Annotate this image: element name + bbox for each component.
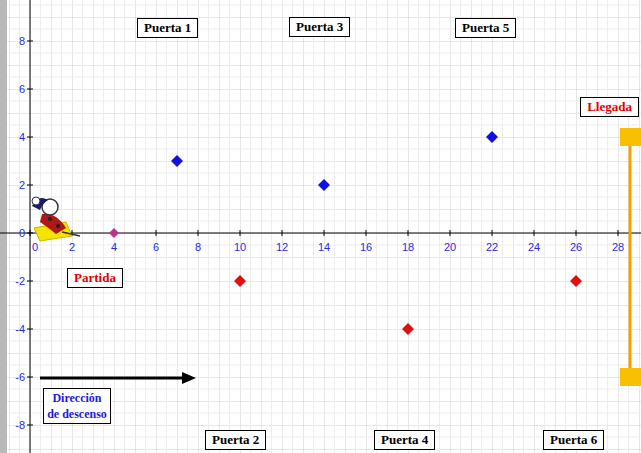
axis-tick-label: 22 — [486, 241, 498, 253]
label-text: Puerta 5 — [462, 20, 509, 35]
label-text: Puerta 4 — [381, 432, 428, 447]
start-point — [109, 228, 119, 238]
gate-label: Puerta 2 — [205, 430, 266, 450]
axis-tick-label: -4 — [15, 323, 25, 335]
label-text: Partida — [74, 270, 116, 285]
label-text: Puerta 2 — [212, 432, 259, 447]
gate-label: Puerta 3 — [289, 17, 350, 37]
finish-label: Llegada — [580, 97, 639, 117]
gate-label: Puerta 4 — [374, 430, 435, 450]
axis-tick-label: 10 — [234, 241, 246, 253]
axis-tick-label: 20 — [444, 241, 456, 253]
axis-tick-label: -6 — [15, 371, 25, 383]
gate-label: Puerta 1 — [137, 18, 198, 38]
red-gates — [234, 275, 582, 335]
label-text: Dirección de descenso — [47, 391, 107, 421]
axis-tick-label: 0 — [32, 241, 38, 253]
start-label: Partida — [67, 268, 123, 288]
axis-tick-label: 6 — [153, 241, 159, 253]
gate-label: Puerta 5 — [455, 18, 516, 38]
finish-line — [620, 128, 641, 386]
axis-tick-label: -2 — [15, 275, 25, 287]
axis-tick-label: 4 — [19, 131, 25, 143]
axis-tick-label: 28 — [612, 241, 624, 253]
gate-label: Puerta 6 — [543, 430, 604, 450]
skier-icon — [32, 197, 80, 241]
axis-tick-label: 2 — [69, 241, 75, 253]
axis-tick-label: 8 — [19, 35, 25, 47]
axis-tick-label: 4 — [111, 241, 117, 253]
axis-tick-label: 24 — [528, 241, 540, 253]
axis-tick-label: 26 — [570, 241, 582, 253]
axis-tick-label: 16 — [360, 241, 372, 253]
label-text: Puerta 3 — [296, 19, 343, 34]
blue-gates — [171, 131, 498, 191]
direction-label: Dirección de descenso — [43, 388, 111, 424]
axis-tick-label: 0 — [19, 227, 25, 239]
axis-tick-label: 14 — [318, 241, 330, 253]
label-text: Llegada — [587, 99, 632, 114]
axis-tick-label: 2 — [19, 179, 25, 191]
axis-tick-label: 6 — [19, 83, 25, 95]
label-text: Puerta 1 — [144, 20, 191, 35]
axis-tick-label: 18 — [402, 241, 414, 253]
axis-tick-label: -8 — [15, 419, 25, 431]
axis-tick-label: 12 — [276, 241, 288, 253]
direction-arrow — [40, 372, 196, 384]
axis-tick-label: 8 — [195, 241, 201, 253]
label-text: Puerta 6 — [550, 432, 597, 447]
